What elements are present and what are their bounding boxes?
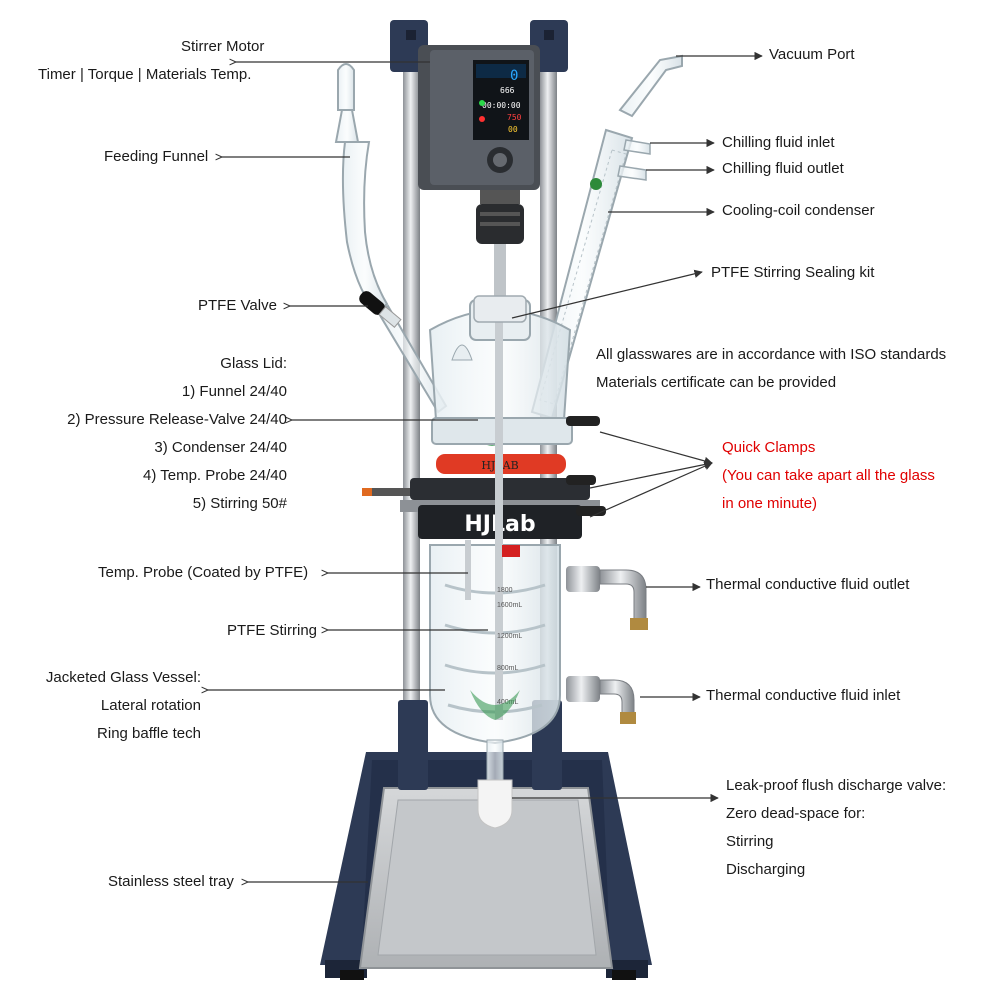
label-vessel-rotation: Lateral rotation xyxy=(100,697,201,714)
label-vessel-title: Jacketed Glass Vessel: xyxy=(45,669,201,686)
thermal-ports xyxy=(566,566,648,724)
label-feeding-funnel: Feeding Funnel xyxy=(104,148,209,165)
grad-2: 1600mL xyxy=(497,602,522,609)
discharge-valve xyxy=(477,739,513,829)
label-stirrer-motor: Stirrer Motor xyxy=(181,38,265,55)
label-lid-item-5: 5) Stirring 50# xyxy=(192,495,287,512)
label-temp-probe: Temp. Probe (Coated by PTFE) xyxy=(98,564,309,581)
label-ptfe-stirring: PTFE Stirring xyxy=(227,622,318,639)
grad-1: 1800 xyxy=(497,587,513,594)
label-lid-item-1: 1) Funnel 24/40 xyxy=(181,383,287,400)
label-condenser: Cooling-coil condenser xyxy=(722,202,875,219)
label-glass-lid-title: Glass Lid: xyxy=(220,355,287,372)
label-sealing-kit: PTFE Stirring Sealing kit xyxy=(711,264,875,281)
screen-temp-set: 750 xyxy=(507,113,522,122)
stirrer-motor: 0 666 00:00:00 750 00 xyxy=(418,45,540,304)
label-stainless-tray: Stainless steel tray xyxy=(108,873,234,890)
label-thermal-outlet: Thermal conductive fluid outlet xyxy=(706,576,910,593)
grad-4: 800mL xyxy=(497,665,519,672)
label-quick-clamps-note-2: in one minute) xyxy=(722,495,818,512)
label-vessel-baffle: Ring baffle tech xyxy=(97,725,201,742)
quick-clamps: HJLAB HJLab xyxy=(362,416,606,539)
label-discharge-stirring: Stirring xyxy=(726,833,774,850)
label-thermal-inlet: Thermal conductive fluid inlet xyxy=(706,687,901,704)
label-vacuum-port: Vacuum Port xyxy=(769,46,855,63)
screen-speed-set: 666 xyxy=(500,86,515,95)
jacketed-glass-vessel: 1800 1600mL 1200mL 800mL 400mL xyxy=(429,300,561,745)
ptfe-valve-handle xyxy=(359,291,402,328)
label-iso-note-2: Materials certificate can be provided xyxy=(596,374,837,391)
label-quick-clamps-note-1: (You can take apart all the glass xyxy=(722,467,935,484)
temp-probe xyxy=(465,540,471,600)
label-lid-item-4: 4) Temp. Probe 24/40 xyxy=(143,467,287,484)
screen-temp: 00 xyxy=(508,125,518,134)
label-stirrer-motor-sub: Timer | Torque | Materials Temp. xyxy=(38,66,252,83)
label-iso-note-1: All glasswares are in accordance with IS… xyxy=(596,346,947,363)
leader-lines xyxy=(208,51,763,882)
grad-3: 1200mL xyxy=(497,633,522,640)
sealing-kit xyxy=(473,295,527,323)
label-discharge-discharging: Discharging xyxy=(726,861,806,878)
label-discharge-valve: Leak-proof flush discharge valve: xyxy=(726,777,947,794)
screen-speed: 0 xyxy=(510,68,518,84)
label-ptfe-valve: PTFE Valve xyxy=(198,297,277,314)
label-discharge-zero: Zero dead-space for: xyxy=(726,805,866,822)
label-chilling-inlet: Chilling fluid inlet xyxy=(722,134,835,151)
screen-timer: 00:00:00 xyxy=(482,101,521,110)
label-quick-clamps: Quick Clamps xyxy=(722,439,816,456)
label-chilling-outlet: Chilling fluid outlet xyxy=(722,160,844,177)
label-lid-item-2: 2) Pressure Release-Valve 24/40 xyxy=(67,411,287,428)
stainless-tray xyxy=(358,787,614,969)
label-lid-item-3: 3) Condenser 24/40 xyxy=(154,439,287,456)
